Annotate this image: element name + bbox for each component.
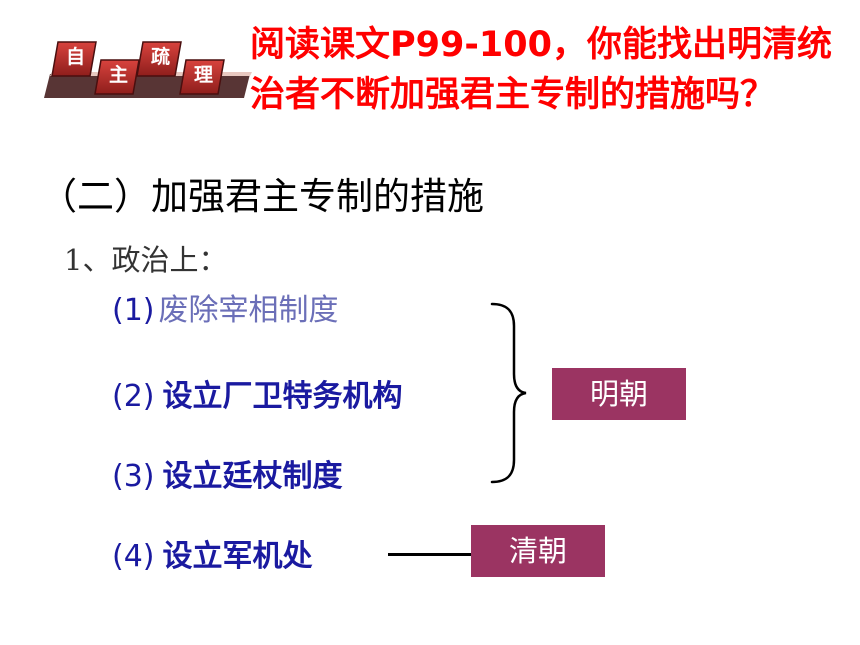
item-text: 废除宰相制度 bbox=[158, 293, 339, 328]
item-text: 设立廷杖制度 bbox=[162, 459, 343, 494]
badge-char-2: 主 bbox=[109, 64, 129, 86]
item-text: 设立厂卫特务机构 bbox=[162, 379, 403, 414]
question-text: 阅读课文P99-100，你能找出明清统治者不断加强君主专制的措施吗？ bbox=[250, 25, 832, 115]
section-heading: （二）加强君主专制的措施 bbox=[40, 175, 484, 218]
connector-line bbox=[388, 553, 472, 556]
list-item-4: (4)设立军机处 bbox=[112, 536, 313, 578]
item-number: (1) bbox=[112, 293, 155, 328]
item-number: (4) bbox=[112, 539, 155, 574]
badge-char-3: 疏 bbox=[151, 46, 171, 68]
list-item-1: (1)废除宰相制度 bbox=[112, 290, 339, 332]
sub-heading: 1、政治上： bbox=[64, 243, 228, 277]
dynasty-box-ming: 明朝 bbox=[552, 368, 686, 420]
section-badge: 自 主 疏 理 bbox=[44, 36, 256, 106]
list-item-3: (3)设立廷杖制度 bbox=[112, 456, 343, 498]
badge-char-4: 理 bbox=[194, 64, 214, 86]
curly-brace bbox=[490, 302, 527, 484]
badge-char-1: 自 bbox=[66, 46, 86, 68]
item-number: (3) bbox=[112, 459, 155, 494]
dynasty-box-qing: 清朝 bbox=[471, 525, 605, 577]
badge-background bbox=[44, 41, 252, 98]
item-number: (2) bbox=[112, 379, 155, 414]
item-text: 设立军机处 bbox=[162, 539, 313, 574]
list-item-2: (2)设立厂卫特务机构 bbox=[112, 376, 403, 418]
